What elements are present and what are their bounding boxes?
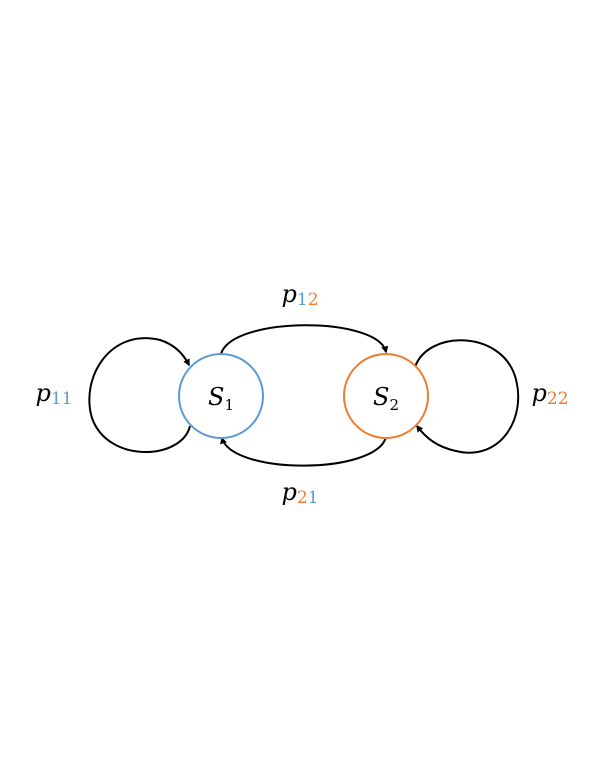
state-s2-symbol: S [373,383,389,411]
label-p22: p22 [531,379,568,409]
state-s2-label: S2 [373,383,399,414]
edge-p21 [220,436,387,467]
state-s1: S1 [178,353,264,439]
label-p22-symbol: p [531,379,546,407]
state-s2-circle [343,353,429,439]
label-p21-symbol: p [281,478,296,506]
state-s1-subscript: 1 [224,396,234,414]
label-p11: p11 [35,379,72,409]
label-p12-from: 1 [297,290,308,310]
label-p21-from: 2 [297,488,308,508]
label-p12-symbol: p [281,280,296,308]
label-p21: p21 [281,478,318,508]
state-s2-subscript: 2 [389,396,399,414]
edge-p11-self-loop [88,337,191,453]
edge-p22-self-loop [414,339,520,454]
label-p21-to: 1 [308,488,319,508]
state-s1-symbol: S [208,383,224,411]
label-p11-to: 1 [62,389,73,409]
state-s1-circle [178,353,264,439]
label-p22-from: 2 [547,389,558,409]
label-p11-symbol: p [35,379,50,407]
state-s1-label: S1 [208,383,234,414]
edge-p12 [220,324,389,355]
label-p12: p12 [281,280,318,310]
label-p11-from: 1 [51,389,62,409]
state-s2: S2 [343,353,429,439]
label-p12-to: 2 [308,290,319,310]
label-p22-to: 2 [558,389,569,409]
